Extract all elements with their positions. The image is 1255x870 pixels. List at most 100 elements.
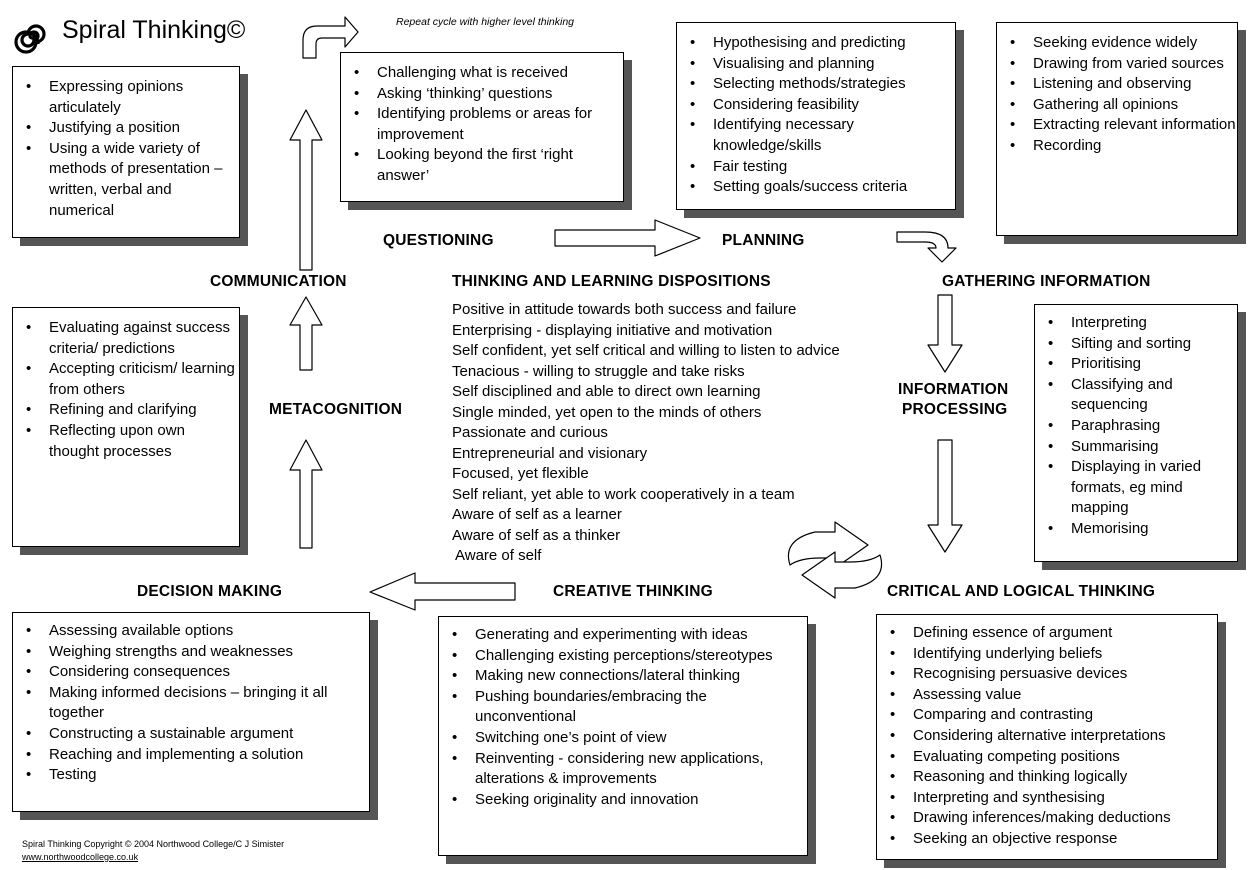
list-item: Assessing available options: [26, 621, 369, 642]
list-item: Using a wide variety of methods of prese…: [26, 139, 239, 221]
cycle-arrow-top: [787, 521, 869, 569]
list-item: Accepting criticism/ learning from other…: [26, 359, 239, 400]
list-item: Setting goals/success criteria: [690, 177, 955, 198]
list-item: Summarising: [1048, 437, 1237, 458]
list-item: Displaying in varied formats, eg mind ma…: [1048, 457, 1237, 519]
stage-information: INFORMATION: [898, 381, 1009, 398]
list-item: Looking beyond the first ‘right answer’: [354, 145, 623, 186]
list-item: Testing: [26, 765, 369, 786]
right-arrow-questioning: [554, 219, 701, 257]
page-title: Spiral Thinking©: [62, 16, 246, 44]
disposition-item: Aware of self as a learner: [452, 506, 622, 523]
copyright-text: Spiral Thinking Copyright © 2004 Northwo…: [22, 839, 285, 849]
list-item: Seeking an objective response: [890, 829, 1217, 850]
list-item: Evaluating competing positions: [890, 747, 1217, 768]
repeat-cycle-arrow: [302, 16, 359, 59]
list-item: Reflecting upon own thought processes: [26, 421, 239, 462]
list-item: Considering consequences: [26, 662, 369, 683]
disposition-item: Self reliant, yet able to work cooperati…: [452, 485, 795, 503]
list-item: Memorising: [1048, 519, 1237, 540]
list-item: Assessing value: [890, 685, 1217, 706]
list-item: Classifying and sequencing: [1048, 375, 1237, 416]
stage-processing: PROCESSING: [902, 401, 1008, 418]
down-arrow-gathering: [927, 294, 963, 373]
list-item: Gathering all opinions: [1010, 95, 1237, 116]
list-item: Prioritising: [1048, 354, 1237, 375]
stage-creative: CREATIVE THINKING: [553, 583, 713, 600]
list-item: Refining and clarifying: [26, 400, 239, 421]
list-item: Expressing opinions articulately: [26, 77, 239, 118]
disposition-item: Tenacious - willing to struggle and take…: [452, 362, 745, 380]
list-item: Challenging existing perceptions/stereot…: [452, 646, 807, 667]
list-item: Selecting methods/strategies: [690, 74, 955, 95]
list-item: Challenging what is received: [354, 63, 623, 84]
list-item: Considering feasibility: [690, 95, 955, 116]
cycle-arrow-bottom: [801, 551, 883, 599]
disposition-item: Single minded, yet open to the minds of …: [452, 403, 762, 421]
disposition-item: Entrepreneurial and visionary: [452, 444, 648, 462]
up-arrow-metacognition-top: [289, 296, 323, 371]
list-item: Identifying underlying beliefs: [890, 644, 1217, 665]
list-item: Constructing a sustainable argument: [26, 724, 369, 745]
disposition-item: Enterprising - displaying initiative and…: [452, 321, 773, 339]
planning-box: Hypothesising and predicting Visualising…: [676, 22, 956, 210]
list-item: Reasoning and thinking logically: [890, 767, 1217, 788]
list-item: Reaching and implementing a solution: [26, 745, 369, 766]
disposition-item: Aware of self as a thinker: [452, 526, 621, 544]
gathering-information-box: Seeking evidence widely Drawing from var…: [996, 22, 1238, 236]
repeat-cycle-note: Repeat cycle with higher level thinking: [396, 16, 575, 28]
list-item: Generating and experimenting with ideas: [452, 625, 807, 646]
left-arrow-creative: [369, 572, 516, 611]
disposition-item: Aware of self: [455, 547, 542, 564]
stage-decision-making: DECISION MAKING: [137, 583, 283, 600]
communication-box: Expressing opinions articulately Justify…: [12, 66, 240, 238]
footer: Spiral Thinking Copyright © 2004 Northwo…: [22, 838, 284, 864]
list-item: Switching one’s point of view: [452, 728, 807, 749]
list-item: Recognising persuasive devices: [890, 664, 1217, 685]
up-arrow-communication: [289, 109, 323, 271]
disposition-item: Passionate and curious: [452, 424, 608, 441]
list-item: Paraphrasing: [1048, 416, 1237, 437]
list-item: Seeking originality and innovation: [452, 790, 807, 811]
list-item: Evaluating against success criteria/ pre…: [26, 318, 239, 359]
creative-thinking-box: Generating and experimenting with ideas …: [438, 616, 808, 856]
stage-planning: PLANNING: [722, 232, 805, 249]
list-item: Extracting relevant information: [1010, 115, 1237, 136]
critical-logical-box: Defining essence of argument Identifying…: [876, 614, 1218, 860]
list-item: Asking ‘thinking’ questions: [354, 84, 623, 105]
questioning-box: Challenging what is received Asking ‘thi…: [340, 52, 624, 202]
stage-metacognition: METACOGNITION: [269, 401, 403, 418]
stage-critical-logical: CRITICAL AND LOGICAL THINKING: [887, 583, 1156, 600]
list-item: Fair testing: [690, 157, 955, 178]
list-item: Sifting and sorting: [1048, 334, 1237, 355]
list-item: Identifying necessary knowledge/skills: [690, 115, 955, 156]
list-item: Comparing and contrasting: [890, 705, 1217, 726]
list-item: Interpreting and synthesising: [890, 788, 1217, 809]
list-item: Seeking evidence widely: [1010, 33, 1237, 54]
list-item: Justifying a position: [26, 118, 239, 139]
list-item: Identifying problems or areas for improv…: [354, 104, 623, 145]
stage-gathering-information: GATHERING INFORMATION: [942, 273, 1151, 290]
list-item: Hypothesising and predicting: [690, 33, 955, 54]
list-item: Drawing inferences/making deductions: [890, 808, 1217, 829]
stage-questioning: QUESTIONING: [383, 232, 494, 249]
list-item: Drawing from varied sources: [1010, 54, 1237, 75]
stage-communication: COMMUNICATION: [210, 273, 347, 290]
dispositions-list: Positive in attitude towards both succes…: [452, 300, 840, 567]
spiral-icon: [14, 24, 46, 54]
list-item: Defining essence of argument: [890, 623, 1217, 644]
list-item: Considering alternative interpretations: [890, 726, 1217, 747]
website-link[interactable]: www.northwoodcollege.co.uk: [22, 852, 139, 862]
list-item: Listening and observing: [1010, 74, 1237, 95]
list-item: Interpreting: [1048, 313, 1237, 334]
list-item: Visualising and planning: [690, 54, 955, 75]
down-arrow-processing: [927, 439, 963, 553]
list-item: Making informed decisions – bringing it …: [26, 683, 369, 724]
list-item: Reinventing - considering new applicatio…: [452, 749, 807, 790]
curved-arrow-planning: [896, 231, 957, 263]
up-arrow-metacognition-bottom: [289, 439, 323, 549]
dispositions-heading: THINKING AND LEARNING DISPOSITIONS: [452, 273, 771, 290]
list-item: Pushing boundaries/embracing the unconve…: [452, 687, 807, 728]
metacognition-box: Evaluating against success criteria/ pre…: [12, 307, 240, 547]
